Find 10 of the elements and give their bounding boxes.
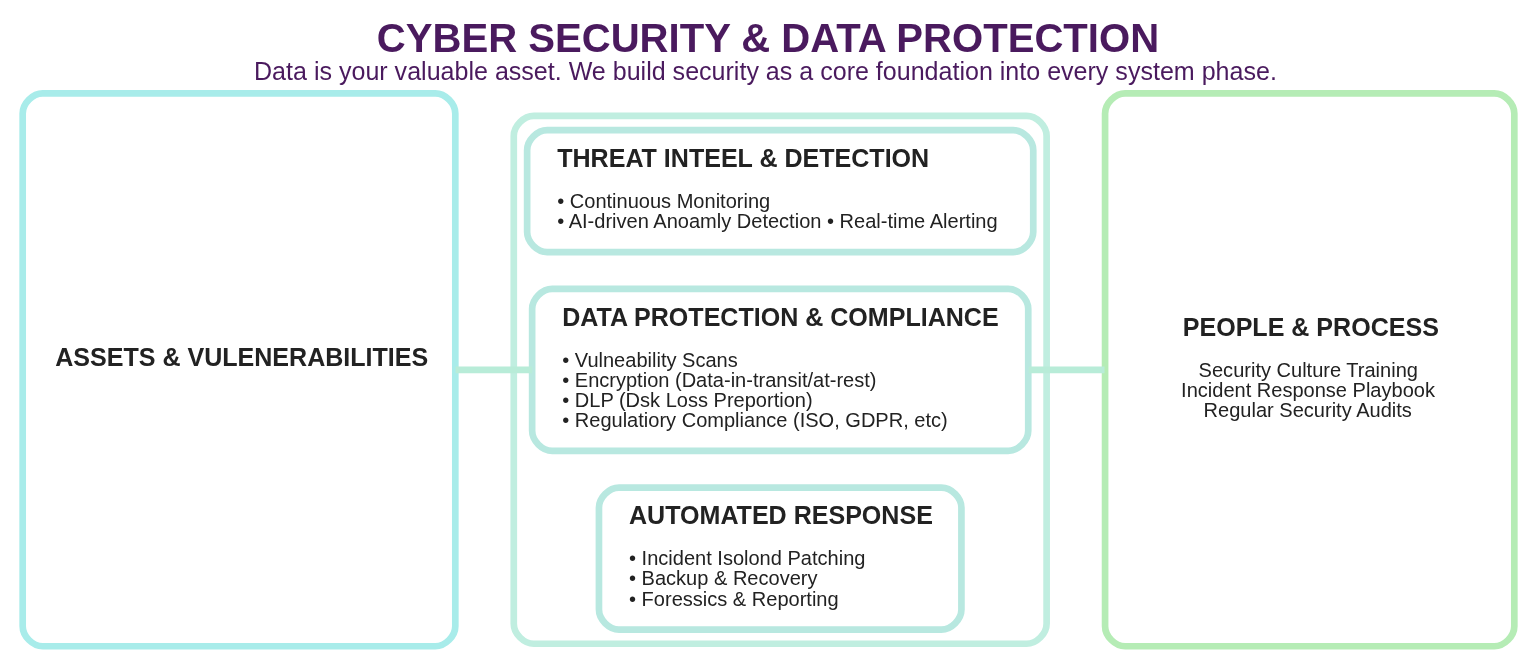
node-box: DATA PROTECTION & COMPLIANCE • Vulneability Scans • Encryption (Data-in-transit/at-rest) • DLP (Dsk Loss Preportion) • Regulatiory Compliance (ISO, GDPR, etc) (528, 285, 1032, 455)
diagram-title: CYBER SECURITY & DATA PROTECTION (376, 15, 1159, 60)
node-box: THREAT INTEEL & DETECTION • Continuous Monitoring • AI-driven Anoamly Detection • Real-time Alerting (523, 126, 1037, 256)
caption: Data is your valuable asset. We build security as a core foundation into every system phase. (253, 57, 1277, 86)
cluster (509, 112, 1050, 648)
connector (1028, 366, 1105, 374)
node-box: ASSETS & VULENERABILITIES (18, 90, 459, 650)
node-box: PEOPLE & PROCESS Security Culture Training Incident Response Playbook Regular Security Audits (1101, 90, 1518, 650)
connector (455, 366, 532, 374)
node-box: AUTOMATED RESPONSE • Incident Isolond Patching • Backup & Recovery • Foressics & Reporting (595, 484, 965, 633)
